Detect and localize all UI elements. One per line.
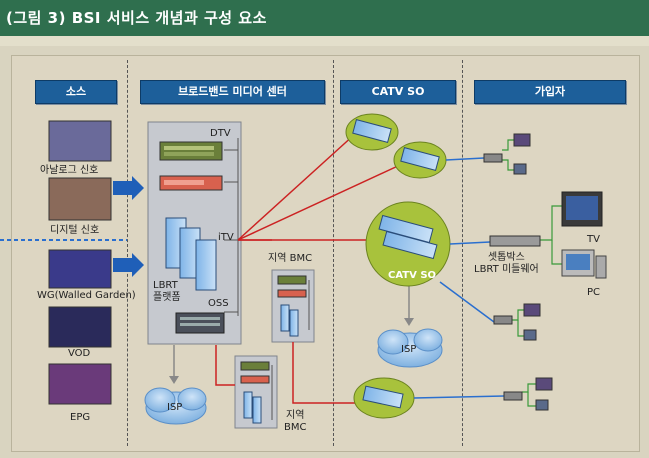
vod-source-thumb (48, 306, 112, 348)
digital-source-thumb (48, 177, 112, 221)
diagram-panel (11, 55, 640, 452)
arrow-analog-icon (113, 176, 144, 200)
wg-source-thumb (48, 249, 112, 289)
isp-cloud-mid-icon (377, 328, 443, 368)
label-oss: OSS (208, 298, 229, 309)
label-settop: 셋톱박스 LBRT 미들웨어 (474, 252, 539, 275)
header-source: 소스 (35, 80, 117, 104)
arrow-wg-icon (113, 253, 144, 277)
tv-small-4-icon (535, 377, 553, 391)
header-subscriber: 가입자 (474, 80, 626, 104)
label-pc: PC (587, 287, 601, 298)
dtv-rack-icon (159, 141, 223, 161)
label-wg: WG(Walled Garden) (37, 290, 136, 301)
column-divider-2 (333, 60, 334, 446)
settop-1-icon (483, 153, 503, 163)
settop-main-icon (489, 235, 541, 247)
column-divider-3 (462, 60, 463, 446)
header-bmc: 브로드밴드 미디어 센터 (140, 80, 325, 104)
label-regional-bmc-1: 지역 BMC (268, 253, 313, 264)
label-lbrt-platform: LBRT 플랫폼 (153, 280, 181, 303)
label-dtv: DTV (210, 128, 231, 139)
green-link-group (502, 139, 562, 407)
isp-cloud-left-icon (144, 387, 207, 425)
label-epg: EPG (70, 412, 91, 423)
pc-small-4-icon (535, 399, 549, 411)
settop-3-icon (493, 315, 513, 325)
figure-title: (그림 3) BSI 서비스 개념과 구성 요소 (6, 9, 267, 27)
label-itv: iTV (218, 232, 234, 243)
epg-source-thumb (48, 363, 112, 405)
pc-small-3-icon (523, 329, 537, 341)
label-isp-mid: ISP (401, 344, 417, 355)
label-analog: 아날로그 신호 (40, 165, 99, 176)
column-divider-1 (127, 60, 128, 446)
title-stripe (0, 36, 649, 46)
analog-source-thumb (48, 120, 112, 162)
label-tv: TV (587, 234, 600, 245)
pc-small-1-icon (513, 163, 527, 175)
label-regional-bmc-2: 지역 BMC (284, 410, 307, 433)
tv-small-3-icon (523, 303, 541, 317)
settop-4-icon (503, 391, 523, 401)
title-bar: (그림 3) BSI 서비스 개념과 구성 요소 (0, 0, 649, 36)
header-catv-so: CATV SO (340, 80, 456, 104)
label-digital: 디지털 신호 (50, 225, 100, 236)
red-link-group (215, 133, 401, 404)
label-vod: VOD (68, 348, 91, 359)
tv-small-1-icon (513, 133, 531, 147)
label-catv-so-node: CATV SO (388, 270, 437, 281)
label-isp-left: ISP (167, 402, 183, 413)
itv-server-3-icon (195, 239, 217, 291)
blue-link-group (413, 157, 505, 399)
